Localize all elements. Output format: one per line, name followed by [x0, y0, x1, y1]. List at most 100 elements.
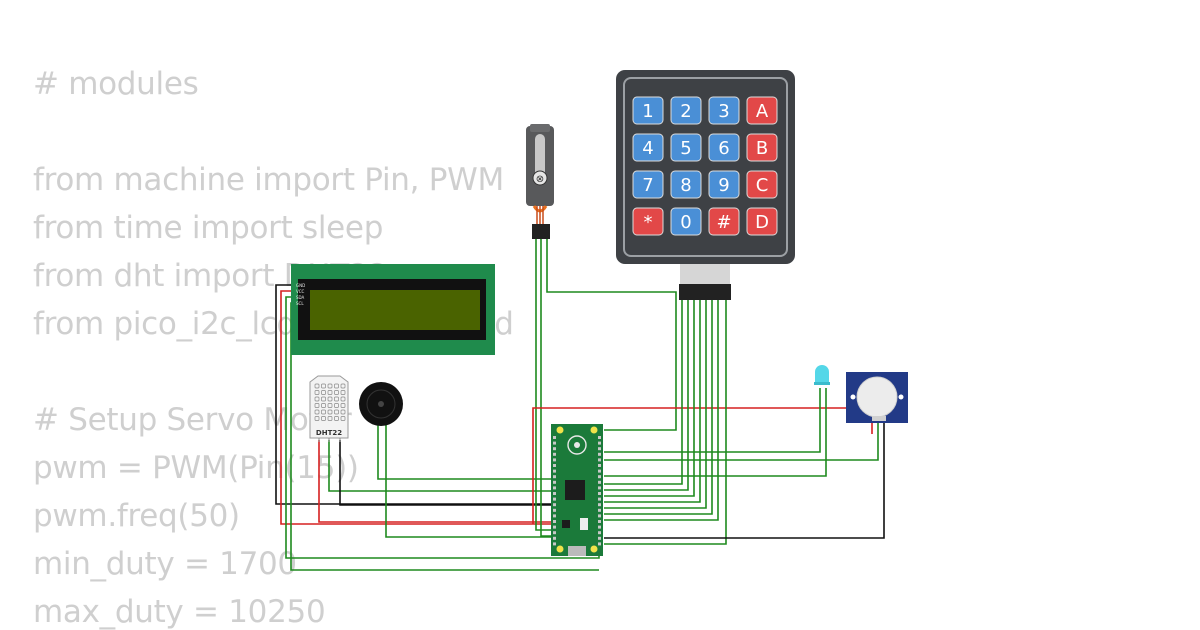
pico-pin[interactable] — [598, 525, 601, 529]
pico-pin[interactable] — [598, 514, 601, 518]
led-cyan[interactable] — [814, 365, 830, 385]
wire-keypad-r3[interactable] — [604, 300, 695, 497]
dht22-vent — [340, 409, 346, 415]
raspberry-pi-pico[interactable] — [551, 424, 603, 556]
pico-pin[interactable] — [598, 458, 601, 462]
keypad-key[interactable] — [670, 207, 702, 236]
wire-buzzer-gnd[interactable] — [385, 424, 553, 538]
keypad-key[interactable] — [632, 207, 664, 236]
pico-pin[interactable] — [553, 464, 556, 467]
dht22-sensor[interactable]: DHT22 — [309, 375, 349, 442]
svg-text:⊗: ⊗ — [536, 174, 544, 185]
lcd-pin-label: GND — [296, 283, 305, 288]
pico-pin[interactable] — [553, 469, 556, 473]
pico-pin[interactable] — [598, 441, 601, 445]
pico-pin[interactable] — [553, 508, 556, 512]
keypad-key-label: 4 — [642, 138, 653, 159]
pico-pin[interactable] — [553, 486, 556, 490]
pico-pin[interactable] — [553, 536, 556, 540]
wire-keypad-c4[interactable] — [604, 300, 727, 545]
dht22-vent — [327, 409, 333, 415]
pico-pin[interactable] — [553, 514, 556, 518]
pico-pin[interactable] — [553, 480, 556, 484]
pico-pin[interactable] — [598, 464, 601, 467]
dht22-vent — [321, 403, 326, 408]
keypad-key[interactable] — [632, 133, 664, 162]
wire-dht-gnd[interactable] — [339, 440, 553, 506]
keypad-key[interactable] — [708, 133, 740, 162]
keypad-key-label: 3 — [718, 101, 729, 122]
wire-keypad-r2[interactable] — [604, 300, 689, 491]
wire-led-cathode[interactable] — [604, 388, 827, 477]
wire-servo-pwm[interactable] — [546, 239, 677, 431]
wire-lcd-vcc[interactable] — [280, 290, 553, 525]
servo-motor[interactable]: ⊗ — [526, 124, 554, 239]
keypad-key[interactable] — [670, 170, 702, 199]
wire-pir-gnd[interactable] — [604, 422, 885, 539]
pico-pin[interactable] — [553, 503, 556, 507]
lcd-pin-label: SCL — [296, 301, 304, 306]
keypad-key[interactable] — [708, 207, 740, 236]
pico-pin[interactable] — [553, 458, 556, 462]
keypad-key[interactable] — [708, 170, 740, 199]
pico-pin[interactable] — [598, 497, 601, 501]
keypad-key-label: D — [755, 212, 769, 233]
dht22-vent — [314, 383, 320, 389]
keypad-key[interactable] — [746, 96, 778, 125]
pico-pin[interactable] — [553, 525, 556, 529]
dht22-vent — [340, 396, 346, 402]
wire-keypad-c1[interactable] — [604, 300, 707, 509]
wire-servo-gnd[interactable] — [535, 239, 553, 531]
pico-pin[interactable] — [553, 441, 556, 445]
pico-pin[interactable] — [598, 475, 601, 479]
piezo-buzzer[interactable] — [359, 382, 403, 426]
wire-keypad-c2[interactable] — [604, 300, 713, 515]
pico-pin[interactable] — [598, 492, 601, 495]
pico-pin[interactable] — [598, 536, 601, 540]
pico-pin[interactable] — [553, 497, 556, 501]
pico-pin[interactable] — [553, 475, 556, 479]
wire-pir-out[interactable] — [604, 422, 879, 461]
pico-pin[interactable] — [598, 480, 601, 484]
keypad-key[interactable] — [708, 96, 740, 125]
keypad-key[interactable] — [632, 96, 664, 125]
keypad-key[interactable] — [746, 207, 778, 236]
keypad-key[interactable] — [746, 133, 778, 162]
keypad-key[interactable] — [632, 170, 664, 199]
lcd-i2c-display[interactable]: GND VCC SDA SCL — [291, 264, 495, 355]
pico-pin[interactable] — [553, 447, 556, 451]
wire-keypad-r1[interactable] — [604, 300, 683, 485]
keypad-key[interactable] — [670, 133, 702, 162]
pico-pin[interactable] — [598, 542, 601, 546]
wire-keypad-c3[interactable] — [604, 300, 719, 521]
pico-pin[interactable] — [598, 486, 601, 490]
pico-pin[interactable] — [553, 542, 556, 546]
wire-led-anode[interactable] — [604, 388, 821, 453]
dht22-vent — [327, 396, 333, 402]
wire-dht-data[interactable] — [328, 440, 553, 492]
pico-pin[interactable] — [553, 492, 556, 495]
pico-pin[interactable] — [598, 503, 601, 507]
wire-buzzer-sig[interactable] — [377, 424, 553, 480]
code-line: min_duty = 1700 — [33, 546, 297, 582]
keypad-key[interactable] — [670, 96, 702, 125]
keypad-key[interactable] — [746, 170, 778, 199]
pico-pin[interactable] — [553, 436, 556, 439]
pico-pin[interactable] — [598, 436, 601, 439]
pico-pin[interactable] — [598, 469, 601, 473]
pico-pin[interactable] — [598, 520, 601, 523]
pico-pin[interactable] — [598, 447, 601, 451]
wire-lcd-gnd[interactable] — [275, 284, 553, 505]
pico-pin[interactable] — [598, 452, 601, 456]
wire-servo-vcc[interactable] — [540, 239, 553, 537]
pico-pin[interactable] — [553, 531, 556, 535]
pico-pin[interactable] — [598, 508, 601, 512]
wire-keypad-r4[interactable] — [604, 300, 701, 503]
pico-pin[interactable] — [598, 531, 601, 535]
pir-motion-sensor[interactable] — [846, 372, 908, 423]
wire-dht-vcc[interactable] — [318, 440, 553, 523]
pico-pin[interactable] — [553, 452, 556, 456]
pico-pin[interactable] — [553, 520, 556, 523]
